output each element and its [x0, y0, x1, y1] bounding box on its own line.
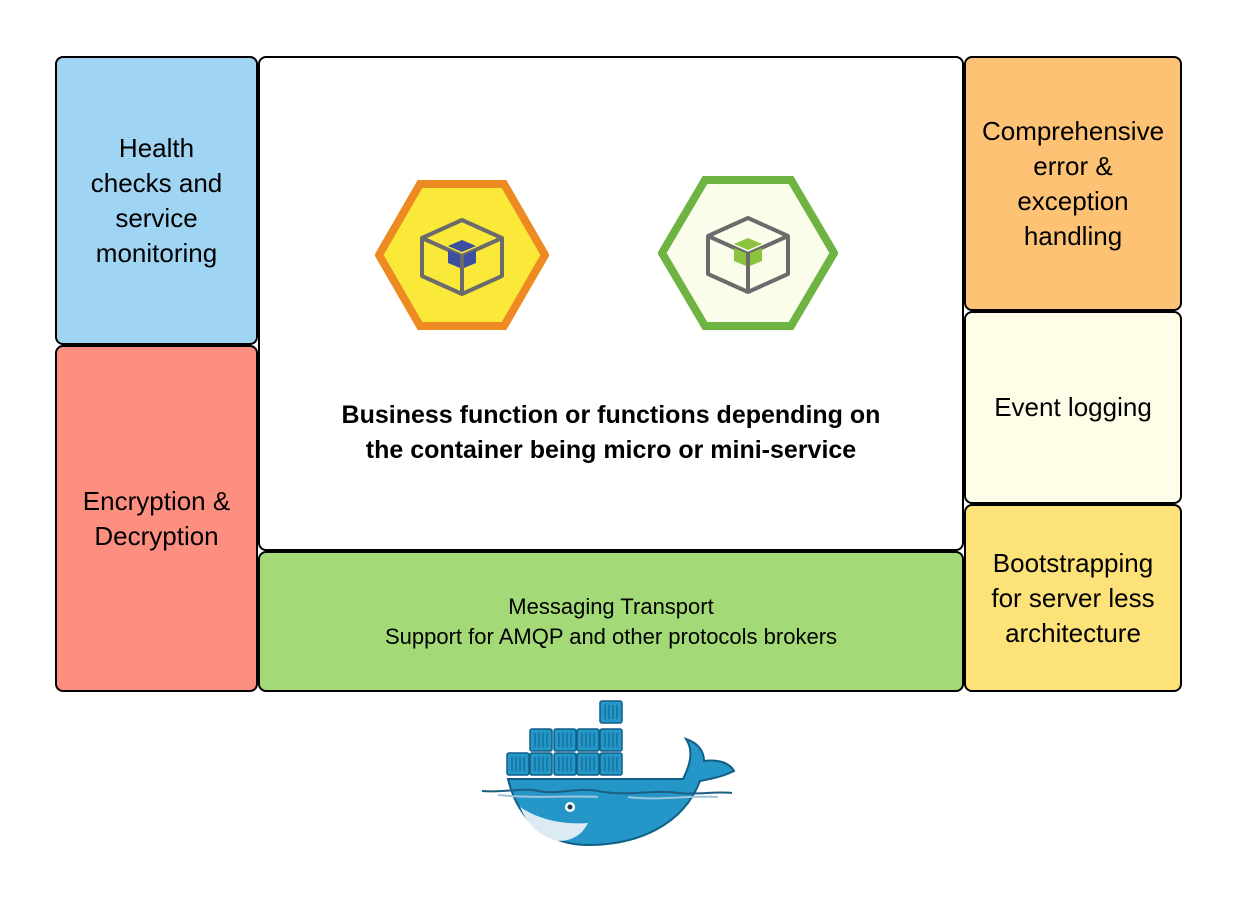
- box-green-hex-icon: [658, 176, 838, 330]
- error-handling-label: Comprehensive error & exception handling: [981, 115, 1165, 251]
- error-handling-box: Comprehensive error & exception handling: [964, 56, 1182, 311]
- event-logging-label: Event logging: [994, 392, 1152, 422]
- encryption-box: Encryption & Decryption: [55, 345, 258, 692]
- health-checks-label: Health checks and service monitoring: [90, 132, 223, 268]
- business-function-description: Business function or functions depending…: [341, 401, 881, 464]
- docker-whale-icon: [481, 700, 736, 847]
- event-logging-box: Event logging: [964, 311, 1182, 504]
- health-checks-box: Health checks and service monitoring: [55, 56, 258, 345]
- encryption-label: Encryption & Decryption: [82, 485, 231, 551]
- messaging-transport-box: Messaging Transport Support for AMQP and…: [258, 551, 964, 692]
- bootstrapping-box: Bootstrapping for server less architectu…: [964, 504, 1182, 692]
- bootstrapping-label: Bootstrapping for server less architectu…: [991, 547, 1155, 648]
- box-orange-hex-icon: [375, 180, 549, 330]
- messaging-transport-label: Messaging Transport Support for AMQP and…: [384, 593, 838, 649]
- business-function-panel: Business function or functions depending…: [258, 56, 964, 551]
